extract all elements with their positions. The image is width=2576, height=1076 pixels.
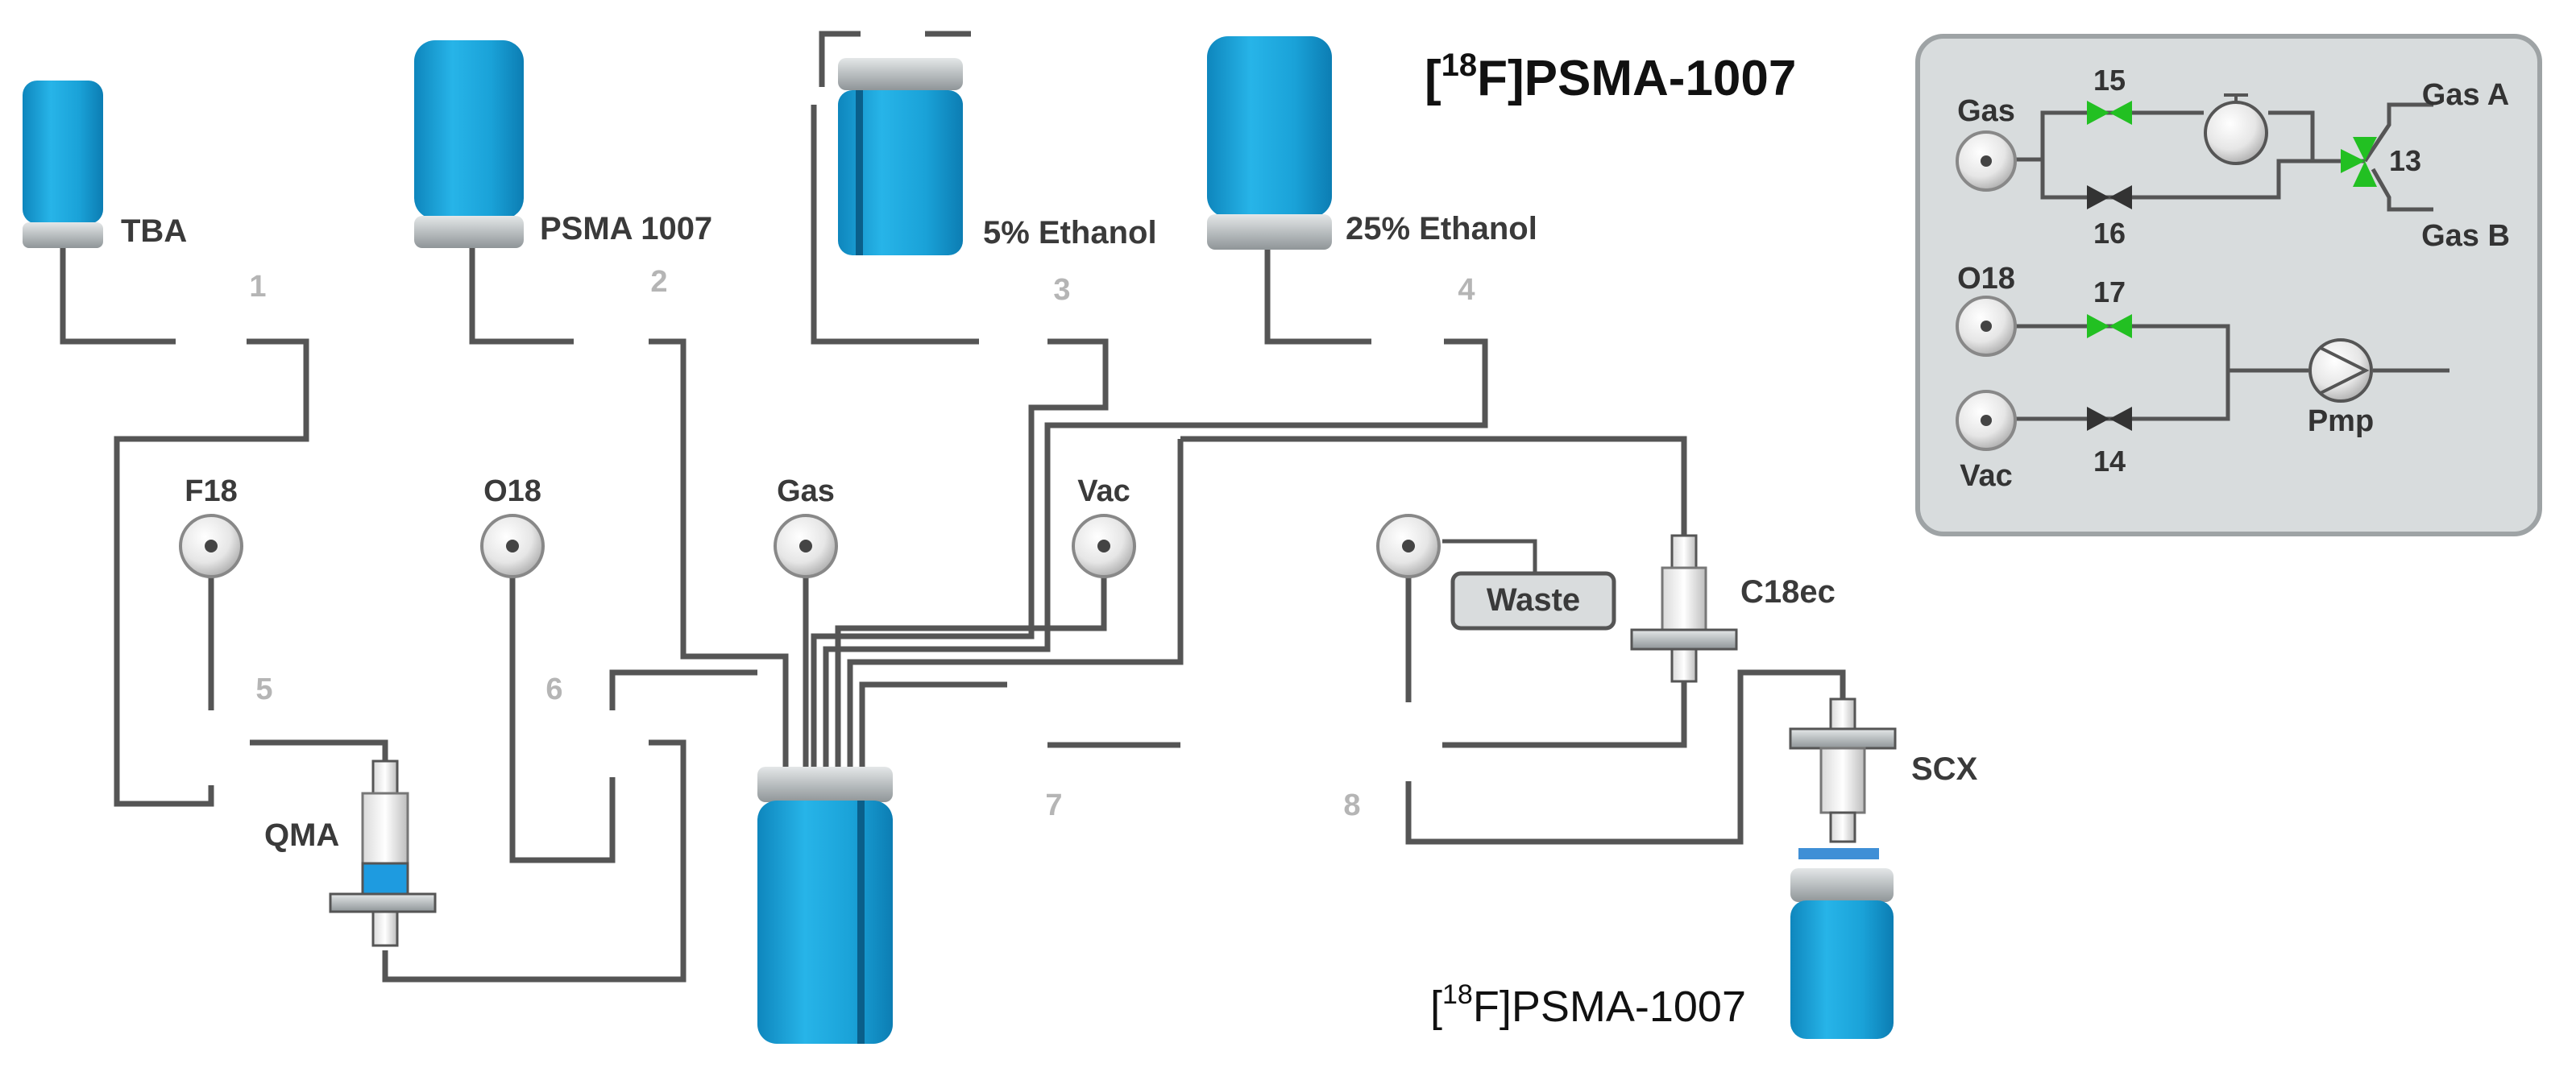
inset-valve-16-label: 16 [2093, 217, 2126, 250]
valve-14-icon [2087, 407, 2132, 431]
vial-psma [414, 40, 524, 248]
inset-valve-17-label: 17 [2093, 275, 2126, 308]
ethanol-25-label: 25% Ethanol [1346, 211, 1537, 246]
inset-pump-label: Pmp [2308, 404, 2374, 438]
scx-label: SCX [1911, 751, 1978, 787]
pressure-regulator-icon [2204, 93, 2268, 165]
inset-valve-15-label: 15 [2093, 64, 2126, 97]
waste-container: Waste [1450, 571, 1616, 631]
valve-4-number: 4 [1458, 273, 1475, 307]
reactor-vessel [757, 767, 893, 1044]
scx-cartridge [1789, 697, 1897, 843]
ethanol-5-label: 5% Ethanol [983, 215, 1157, 250]
cartridge-labels: QMA C18ec SCX [264, 574, 1978, 853]
tba-label: TBA [121, 213, 187, 249]
port-gas [774, 514, 838, 578]
waste-label: Waste [1487, 582, 1580, 618]
valve-17-icon [2087, 314, 2132, 338]
valve-13-icon [2341, 137, 2377, 187]
valve-7-number: 7 [1045, 788, 1062, 822]
port-vac [1072, 514, 1136, 578]
vial-25-ethanol [1207, 36, 1332, 250]
vial-tba [23, 81, 103, 248]
pump-icon [2308, 338, 2373, 403]
product-vial [1790, 848, 1894, 1039]
vial-5-ethanol [838, 58, 963, 255]
port-f18 [179, 514, 243, 578]
qma-label: QMA [264, 817, 339, 853]
valve-6-number: 6 [545, 672, 562, 706]
valve-15-icon [2087, 101, 2132, 125]
port-o18 [480, 514, 545, 578]
inset-gas-a-label: Gas A [2422, 78, 2509, 112]
f18-label: F18 [185, 474, 237, 508]
port-waste [1376, 514, 1441, 578]
valve-2-number: 2 [650, 265, 667, 299]
reagent-labels: TBA PSMA 1007 5% Ethanol 25% Ethanol [121, 211, 1537, 250]
c18-cartridge [1630, 534, 1738, 683]
valve-8-number: 8 [1343, 788, 1360, 822]
inset-o18-label: O18 [1957, 262, 2015, 296]
inset-vac-label: Vac [1960, 459, 2013, 493]
psma-label: PSMA 1007 [540, 211, 712, 246]
product-label: [18F]PSMA-1007 [1430, 979, 1746, 1031]
inset-valve-13-label: 13 [2389, 144, 2421, 177]
inset-gas-label: Gas [1957, 94, 2015, 128]
tubing [60, 31, 1846, 983]
qma-cartridge [329, 759, 437, 947]
o18-label: O18 [483, 474, 541, 508]
gas-label: Gas [777, 474, 835, 508]
inset-valve-14-label: 14 [2093, 445, 2126, 478]
c18-label: C18ec [1740, 574, 1836, 610]
valve-3-number: 3 [1053, 273, 1070, 307]
inset-gas-b-label: Gas B [2421, 219, 2510, 253]
valve-1-number: 1 [249, 270, 266, 304]
valve-numbers: 1 2 3 4 5 6 7 8 [249, 265, 1475, 822]
valve-16-icon [2087, 185, 2132, 209]
vac-label: Vac [1077, 474, 1130, 508]
diagram-title: [18F]PSMA-1007 [1425, 48, 1796, 106]
valve-5-number: 5 [255, 672, 272, 706]
port-labels: F18 O18 Gas Vac [185, 474, 1130, 508]
gas-control-inset: Gas Gas A Gas B 15 16 13 O18 17 Vac 14 P… [1915, 34, 2542, 536]
